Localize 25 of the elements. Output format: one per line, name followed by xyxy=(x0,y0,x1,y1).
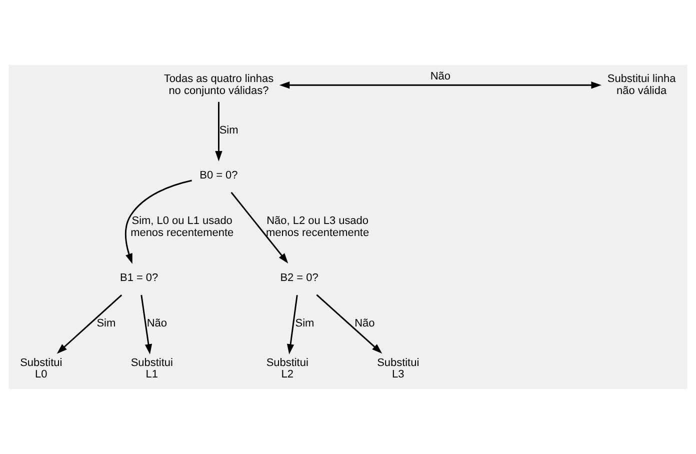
node-text: B2 = 0? xyxy=(280,272,318,284)
arrow xyxy=(316,294,382,354)
node-text: Substitui linha não válida xyxy=(607,73,676,97)
arrow xyxy=(215,102,222,162)
edge-label: Sim, L0 ou L1 usado menos recentemente xyxy=(130,214,234,239)
edge-label: Não xyxy=(354,317,375,330)
edge-label: Não, L2 ou L3 usado menos recentemente xyxy=(266,214,370,239)
node-text: Todas as quatro linhas no conjunto válidas? xyxy=(164,73,274,97)
arrow xyxy=(124,180,192,264)
node-text: B1 = 0? xyxy=(120,272,158,284)
node-text: B0 = 0? xyxy=(200,170,238,182)
edge-label: Não xyxy=(146,317,168,330)
edge-label: Não xyxy=(430,70,451,82)
node-text: Substitui L0 xyxy=(20,356,62,381)
arrow xyxy=(56,294,122,354)
arrow xyxy=(279,82,602,89)
arrow xyxy=(230,192,288,264)
node-text: Substitui L1 xyxy=(130,356,173,381)
node-text: Substitui L2 xyxy=(266,356,308,381)
node-text: Substitui L3 xyxy=(377,356,420,381)
edge-label: Sim xyxy=(295,317,314,330)
arrow xyxy=(286,294,298,354)
arrow xyxy=(140,294,152,354)
edge-label: Sim xyxy=(219,124,238,136)
edge-label: Sim xyxy=(96,317,116,330)
